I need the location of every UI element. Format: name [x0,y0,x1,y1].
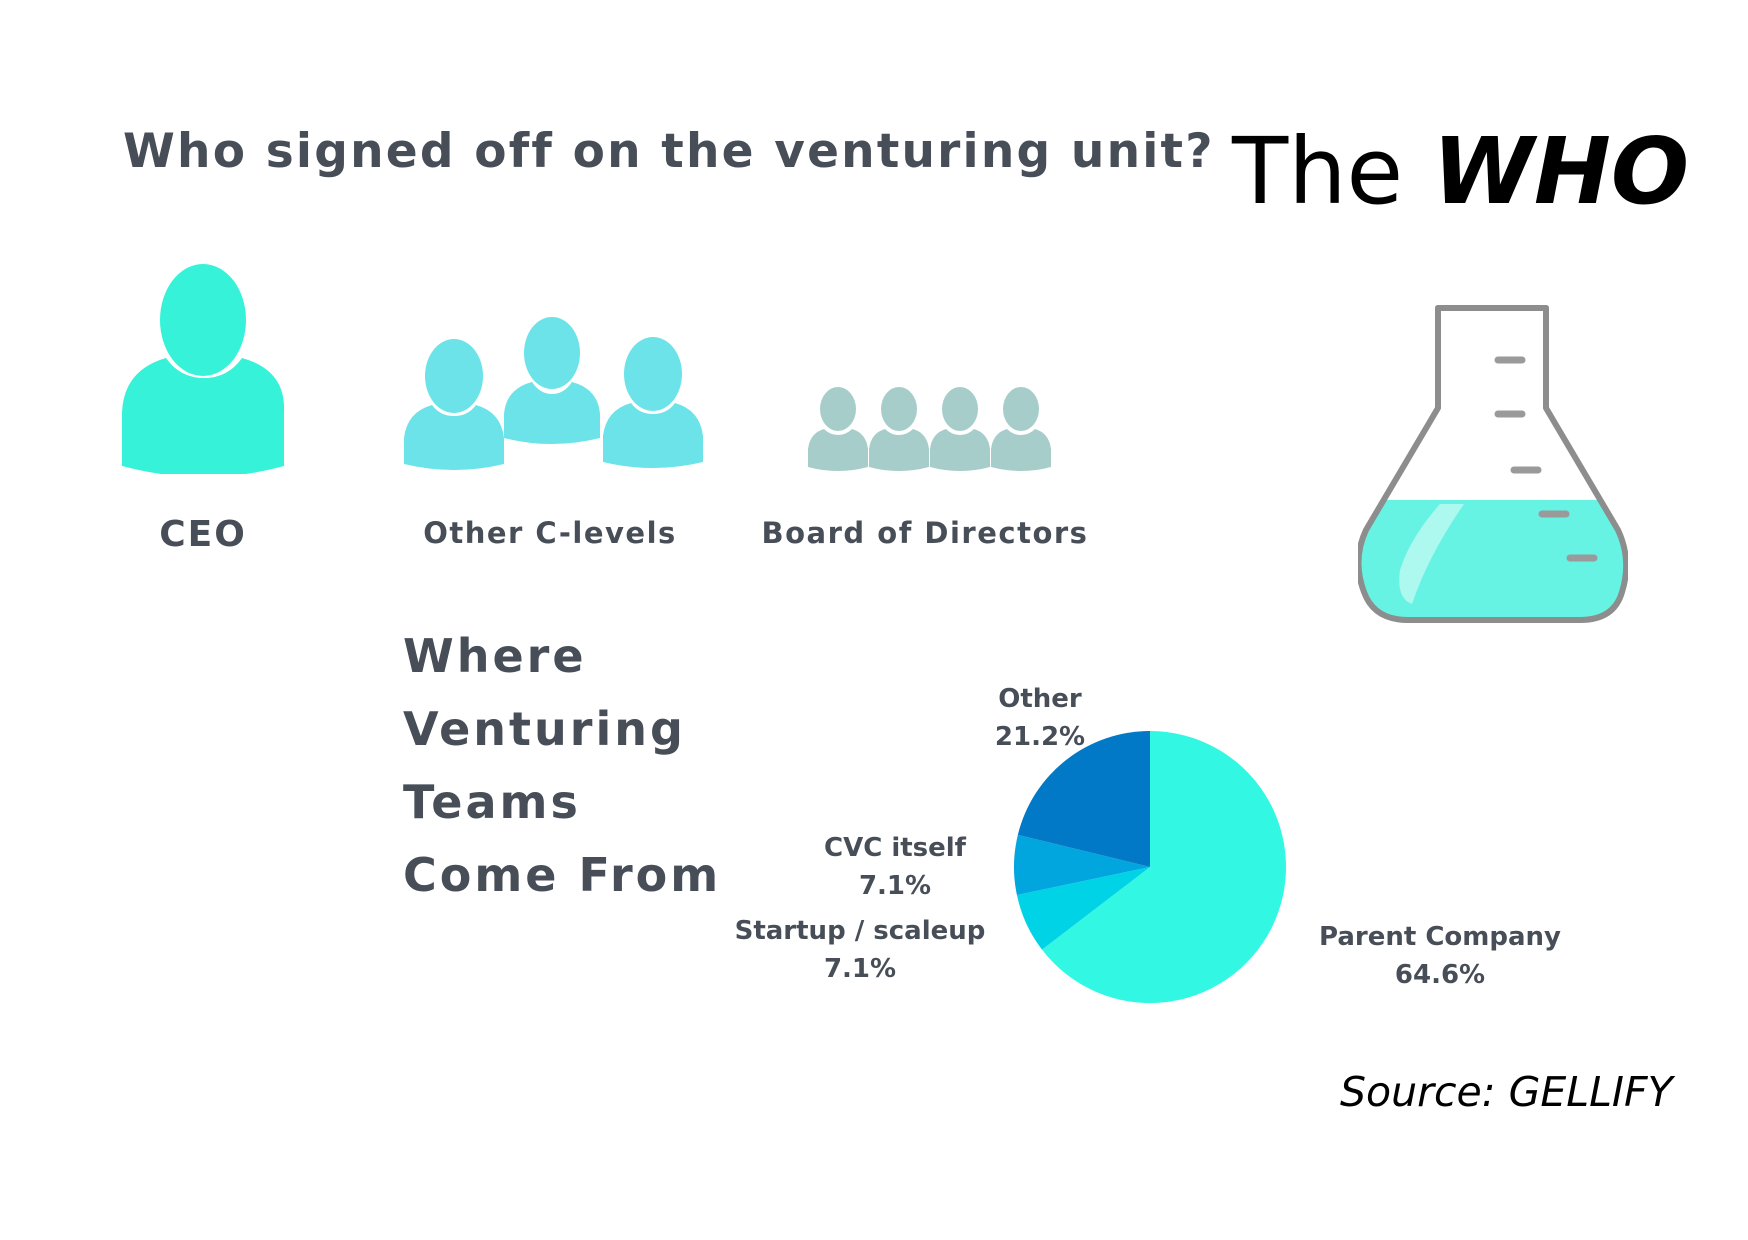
the-who-title: The WHO [1232,118,1689,225]
slice-label-startup-value: 7.1% [823,954,897,984]
slice-label-startup: Startup / scaleup 7.1% [715,912,1005,988]
slice-label-parent: Parent Company 64.6% [1290,918,1590,994]
slice-label-startup-name: Startup / scaleup [734,916,986,946]
section-title-line-1: Where [403,629,587,683]
slice-label-other: Other 21.2% [945,680,1135,756]
c-levels-group-icon [404,317,703,470]
pie-slice-parent-company [1042,731,1287,1004]
role-label-c-levels: Other C-levels [423,516,677,550]
pie-slice-other [1017,731,1150,867]
section-title-line-4: Come From [403,848,722,902]
pie-slice-startup-scaleup [1016,867,1150,950]
the-who-who: WHO [1432,118,1690,225]
section-title-line-2: Venturing [403,702,686,756]
source-note: Source: GELLIFY [1340,1068,1673,1116]
slice-label-parent-value: 64.6% [1394,960,1486,990]
ceo-person-icon [122,264,285,474]
slice-label-cvc: CVC itself 7.1% [785,829,1005,905]
slice-label-cvc-value: 7.1% [858,871,932,901]
slice-label-other-value: 21.2% [994,722,1086,752]
section-title-line-3: Teams [403,775,581,829]
slice-label-other-name: Other [998,684,1082,714]
pie-slice-cvc-itself [1013,834,1150,895]
role-label-ceo: CEO [159,514,247,555]
the-who-the: The [1232,118,1404,225]
board-group-icon [808,387,1051,471]
slice-label-parent-name: Parent Company [1319,922,1561,952]
question-heading: Who signed off on the venturing unit? [123,124,1215,179]
flask-icon [1358,305,1628,623]
role-label-board: Board of Directors [761,516,1089,550]
section-title: Where Venturing Teams Come From [403,620,721,912]
slice-label-cvc-name: CVC itself [823,833,966,863]
